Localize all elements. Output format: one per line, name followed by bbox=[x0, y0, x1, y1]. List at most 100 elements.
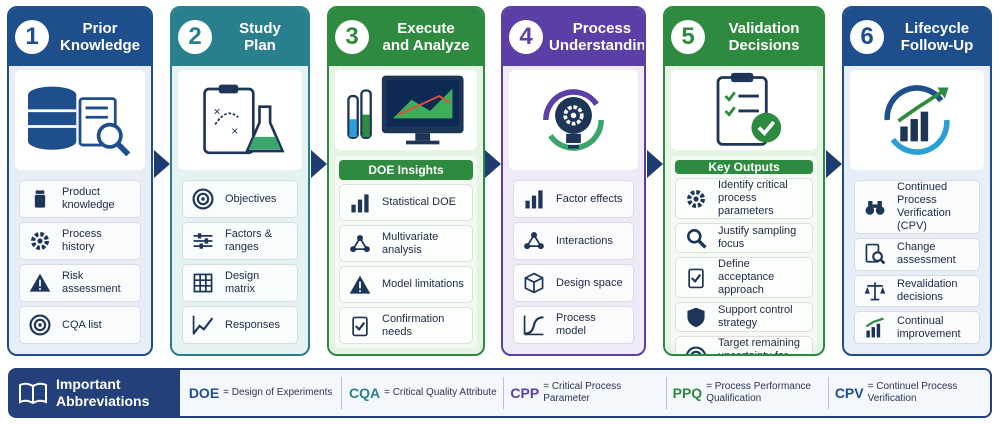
stage-item-label: Design space bbox=[556, 276, 623, 289]
abbreviations-bar: Important Abbreviations DOE= Design of E… bbox=[8, 368, 992, 418]
stage-item: Design space bbox=[513, 264, 634, 302]
network-icon bbox=[520, 227, 548, 255]
abbreviation-key: CPV bbox=[834, 385, 864, 401]
stage-number: 5 bbox=[671, 20, 705, 54]
abbreviation-key: DOE bbox=[188, 385, 220, 401]
abbreviation-key: CQA bbox=[348, 385, 381, 401]
stage-item-label: Objectives bbox=[225, 192, 277, 205]
stage-item: Support control strategy bbox=[675, 302, 813, 332]
stage-item: Process history bbox=[19, 222, 141, 260]
stage-number: 6 bbox=[850, 20, 884, 54]
stage-item: Responses bbox=[182, 306, 298, 344]
flow-arrow-icon bbox=[310, 150, 327, 178]
flow-arrow-icon bbox=[646, 150, 663, 178]
stage-item: Multivariate analysis bbox=[339, 225, 473, 262]
stage-item: Statistical DOE bbox=[339, 184, 473, 221]
abbreviation-ppq: PPQ= Process Performance Qualification bbox=[667, 377, 829, 409]
stage-item: CQA list bbox=[19, 306, 141, 344]
target-icon bbox=[189, 185, 217, 213]
abbreviation-definition: = Process Performance Qualification bbox=[706, 381, 811, 404]
stage-number: 4 bbox=[509, 20, 543, 54]
stage-number: 3 bbox=[335, 20, 369, 54]
stage-header: 5 Validation Decisions bbox=[665, 8, 823, 66]
stage-title: Process Understanding bbox=[549, 20, 646, 54]
scales-icon bbox=[861, 277, 889, 305]
stage-item-label: Continual improvement bbox=[897, 314, 961, 340]
stage-item-label: Justify sampling focus bbox=[718, 225, 797, 250]
book-icon bbox=[19, 382, 47, 405]
stage-title: Lifecycle Follow-Up bbox=[900, 20, 974, 54]
stage-item: Confirmation needs bbox=[339, 307, 473, 344]
stage-item: Risk assessment bbox=[19, 264, 141, 302]
stage-item: Objectives bbox=[182, 180, 298, 218]
stage-item: Target remaining uncertainty for PPQ bbox=[675, 336, 813, 356]
stage-item-label: Change assessment bbox=[897, 241, 956, 267]
flow-arrow-icon bbox=[485, 150, 501, 178]
abbreviations-header: Important Abbreviations bbox=[10, 370, 180, 416]
grid-icon bbox=[189, 269, 217, 297]
svg-text:×: × bbox=[213, 105, 220, 119]
stage-item-label: Target remaining uncertainty for PPQ bbox=[718, 337, 800, 356]
stage-item: Identify critical process parameters bbox=[675, 178, 813, 219]
stage-item: Interactions bbox=[513, 222, 634, 260]
stage-number: 2 bbox=[178, 20, 212, 54]
warning-icon bbox=[26, 269, 54, 297]
binoculars-icon bbox=[861, 193, 889, 221]
stage-item-label: Confirmation needs bbox=[382, 312, 445, 338]
stage-item-label: Responses bbox=[225, 318, 281, 331]
stage-item-label: Interactions bbox=[556, 234, 613, 247]
stage-item: Continual improvement bbox=[854, 311, 980, 345]
stage-subtitle: DOE Insights bbox=[339, 160, 473, 180]
stage-item-label: Process history bbox=[62, 228, 102, 253]
checklist-icon bbox=[682, 264, 710, 292]
abbreviation-key: CPP bbox=[510, 385, 540, 401]
stage-item-label: Identify critical process parameters bbox=[718, 179, 788, 217]
stage-item-label: Factor effects bbox=[556, 192, 623, 205]
stage-item: Continued Process Verification (CPV) bbox=[854, 180, 980, 234]
abbreviation-definition: = Design of Experiments bbox=[223, 387, 333, 398]
stage-item-label: Product knowledge bbox=[62, 186, 115, 211]
bar-chart-icon bbox=[346, 189, 374, 217]
stage-item-label: Process model bbox=[556, 312, 596, 337]
gear-icon bbox=[682, 185, 710, 213]
stage-item: Define acceptance approach bbox=[675, 257, 813, 298]
stage-item-label: Design matrix bbox=[225, 270, 260, 295]
warning-icon bbox=[346, 271, 374, 299]
stage-item: Factor effects bbox=[513, 180, 634, 218]
clipboard-flask-icon: ×× bbox=[178, 70, 302, 170]
stage-title: Prior Knowledge bbox=[59, 20, 140, 54]
cycle-growth-icon bbox=[850, 70, 984, 170]
stage-item-label: Continued Process Verification (CPV) bbox=[897, 181, 951, 232]
cube-icon bbox=[520, 269, 548, 297]
flow-arrow-icon bbox=[153, 150, 170, 178]
database-search-icon bbox=[15, 70, 145, 170]
lab-monitor-icon bbox=[335, 70, 477, 150]
stage-item: Model limitations bbox=[339, 266, 473, 303]
abbreviation-definition: = Critical Process Parameter bbox=[543, 381, 622, 404]
flow-arrow-icon bbox=[825, 150, 842, 178]
growth-icon bbox=[861, 314, 889, 342]
network-icon bbox=[346, 230, 374, 258]
sliders-icon bbox=[189, 227, 217, 255]
stage-number: 1 bbox=[15, 20, 49, 54]
stage-subtitle: Key Outputs bbox=[675, 160, 813, 174]
lightbulb-cycle-icon bbox=[509, 70, 638, 170]
jar-icon bbox=[26, 185, 54, 213]
stage-item-label: Statistical DOE bbox=[382, 196, 456, 208]
stage-title: Validation Decisions bbox=[728, 20, 800, 54]
stage-item-label: Model limitations bbox=[382, 278, 464, 290]
stage-item: Design matrix bbox=[182, 264, 298, 302]
abbreviation-definition: = Critical Quality Attribute bbox=[384, 387, 497, 398]
stage-item-label: Define acceptance approach bbox=[718, 258, 775, 296]
